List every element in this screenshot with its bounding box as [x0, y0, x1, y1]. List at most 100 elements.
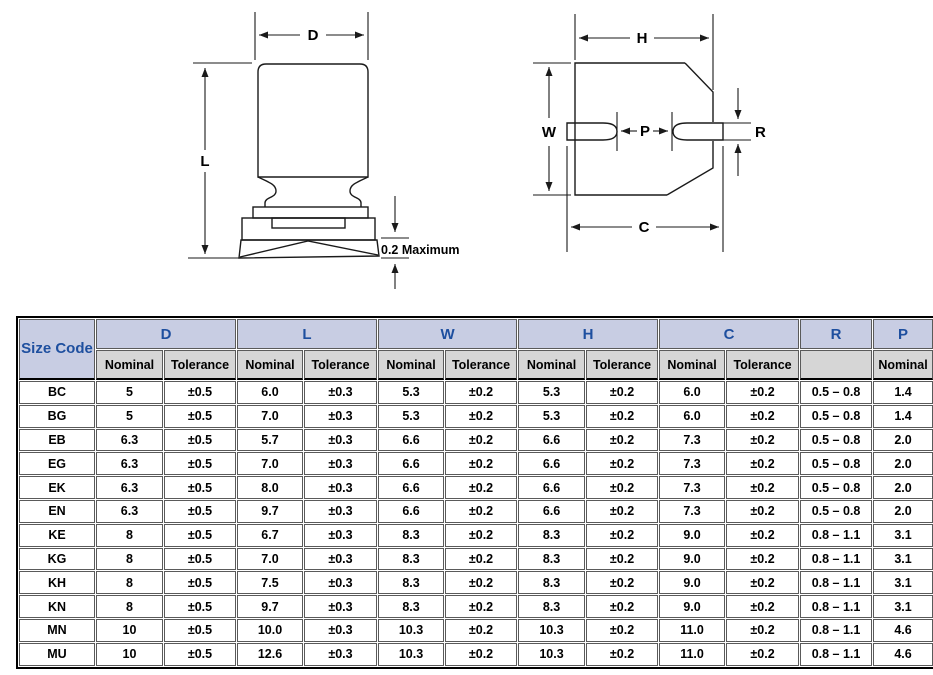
value-cell: 8.3	[518, 547, 586, 571]
value-cell: 0.8 – 1.1	[800, 571, 873, 595]
value-cell: ±0.5	[164, 452, 236, 476]
capacitor-base-notch	[271, 217, 346, 229]
value-cell: ±0.2	[726, 452, 800, 476]
value-cell: 3.1	[873, 571, 933, 595]
value-cell: ±0.3	[304, 523, 378, 547]
dim-label-w: W	[542, 124, 557, 141]
value-cell: 4.6	[873, 642, 933, 666]
body-fill	[575, 63, 713, 195]
value-cell: ±0.5	[164, 595, 236, 618]
value-cell: ±0.3	[304, 499, 378, 523]
dim-label-r: R	[755, 124, 766, 141]
value-cell: ±0.3	[304, 618, 378, 642]
capacitor-neck-left	[257, 176, 277, 207]
value-cell: 0.5 – 0.8	[800, 428, 873, 452]
subheader-tolerance: Tolerance	[586, 350, 659, 380]
value-cell: ±0.3	[304, 428, 378, 452]
value-cell: 6.0	[237, 381, 303, 404]
body-outline-left	[574, 62, 685, 196]
value-cell: ±0.2	[726, 476, 800, 499]
value-cell: 4.6	[873, 618, 933, 642]
value-cell: ±0.5	[164, 642, 236, 666]
value-cell: 0.8 – 1.1	[800, 618, 873, 642]
size-code-cell: MN	[19, 618, 95, 642]
header-group-P: P	[873, 319, 933, 349]
value-cell: 1.4	[873, 381, 933, 404]
value-cell: 2.0	[873, 452, 933, 476]
seating-plate	[238, 239, 380, 259]
capacitor-neck-right	[349, 176, 369, 207]
value-cell: 6.0	[659, 381, 726, 404]
value-cell: ±0.2	[726, 381, 800, 404]
value-cell: 5	[96, 404, 163, 428]
value-cell: 9.0	[659, 595, 726, 618]
value-cell: 6.6	[518, 452, 586, 476]
value-cell: ±0.5	[164, 618, 236, 642]
value-cell: 11.0	[659, 618, 726, 642]
value-cell: 8.3	[378, 595, 445, 618]
value-cell: 7.3	[659, 499, 726, 523]
size-code-cell: BG	[19, 404, 95, 428]
value-cell: 0.5 – 0.8	[800, 499, 873, 523]
value-cell: 11.0	[659, 642, 726, 666]
capacitor-side-view-diagram: D L 0.2 Maximum	[188, 12, 460, 289]
value-cell: ±0.2	[445, 523, 518, 547]
value-cell: ±0.5	[164, 523, 236, 547]
max-note-label: 0.2 Maximum	[381, 243, 460, 257]
value-cell: 7.0	[237, 452, 303, 476]
value-cell: 0.8 – 1.1	[800, 523, 873, 547]
value-cell: 5.3	[518, 404, 586, 428]
value-cell: ±0.2	[726, 523, 800, 547]
value-cell: ±0.2	[726, 499, 800, 523]
value-cell: 5	[96, 381, 163, 404]
header-group-W: W	[378, 319, 518, 349]
capacitor-flange	[252, 206, 369, 219]
dim-label-c: C	[639, 219, 650, 236]
value-cell: ±0.2	[586, 642, 659, 666]
subheader-nominal: Nominal	[237, 350, 303, 380]
subheader-nominal: Nominal	[873, 350, 933, 380]
subheader-nominal: Nominal	[659, 350, 726, 380]
value-cell: ±0.2	[445, 499, 518, 523]
size-code-cell: EB	[19, 428, 95, 452]
subheader-tolerance: Tolerance	[304, 350, 378, 380]
value-cell: ±0.2	[445, 571, 518, 595]
value-cell: ±0.2	[726, 571, 800, 595]
value-cell: ±0.2	[586, 381, 659, 404]
value-cell: 10	[96, 642, 163, 666]
body-outline-topright	[684, 62, 714, 122]
value-cell: 5.3	[378, 381, 445, 404]
value-cell: 8.3	[518, 523, 586, 547]
value-cell: 10.3	[378, 642, 445, 666]
value-cell: ±0.5	[164, 499, 236, 523]
value-cell: ±0.2	[726, 404, 800, 428]
value-cell: ±0.5	[164, 476, 236, 499]
value-cell: 8.3	[378, 523, 445, 547]
value-cell: 6.3	[96, 476, 163, 499]
size-code-cell: KH	[19, 571, 95, 595]
value-cell: 0.8 – 1.1	[800, 547, 873, 571]
subheader-tolerance: Tolerance	[726, 350, 800, 380]
terminal-pad-right	[672, 122, 724, 141]
value-cell: ±0.3	[304, 381, 378, 404]
value-cell: 6.6	[378, 476, 445, 499]
size-code-cell: EN	[19, 499, 95, 523]
value-cell: 5.3	[378, 404, 445, 428]
capacitor-base	[241, 217, 376, 241]
value-cell: ±0.2	[445, 595, 518, 618]
value-cell: ±0.3	[304, 595, 378, 618]
dim-label-d: D	[308, 27, 319, 44]
value-cell: 6.0	[659, 404, 726, 428]
size-code-cell: EK	[19, 476, 95, 499]
subheader-nominal: Nominal	[378, 350, 445, 380]
value-cell: ±0.2	[726, 595, 800, 618]
value-cell: ±0.5	[164, 381, 236, 404]
value-cell: ±0.2	[445, 428, 518, 452]
